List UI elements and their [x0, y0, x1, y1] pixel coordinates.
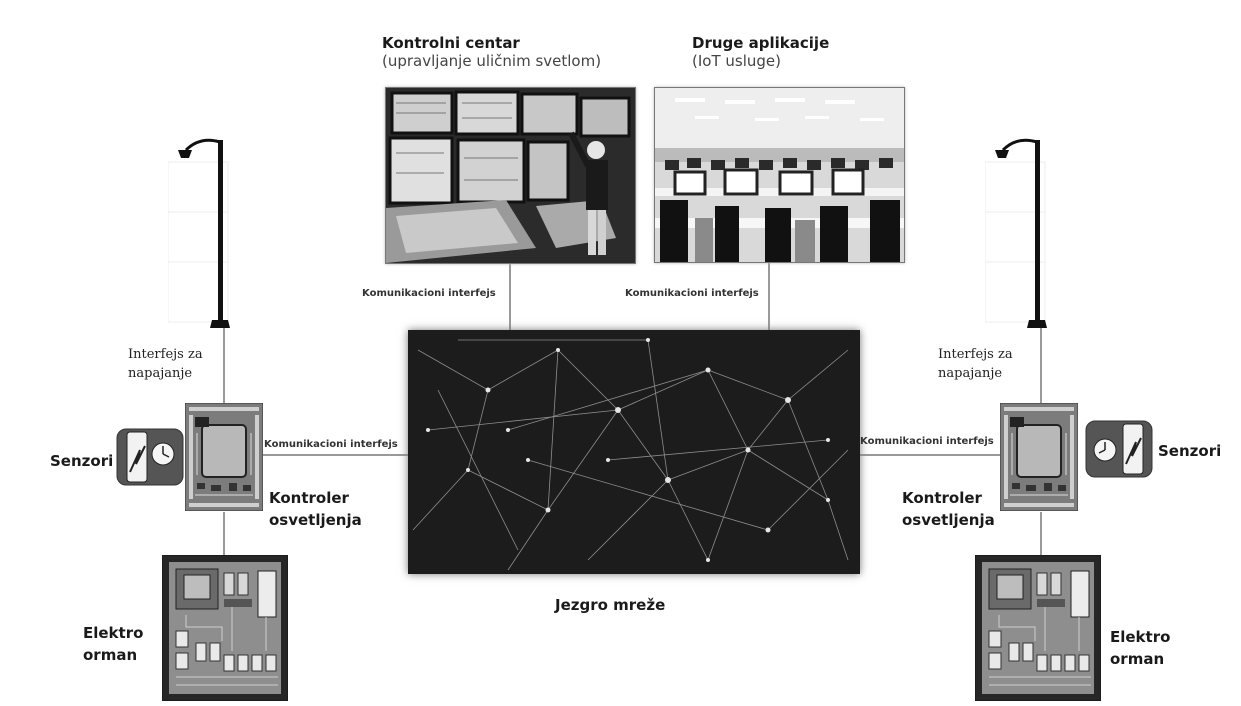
controller-label-left: Kontroler osvetljenja	[269, 487, 362, 531]
controller-board-icon	[999, 402, 1079, 515]
controller-line-1: Kontroler	[269, 489, 349, 507]
cabinet-label-left: Elektro orman	[83, 622, 143, 666]
sensors-label-left: Senzori	[50, 452, 114, 470]
controller-line-2: osvetljenja	[902, 511, 995, 529]
network-core-image	[408, 330, 860, 574]
connector-line	[262, 454, 410, 456]
control-center-title: Kontrolni centar	[382, 34, 520, 52]
power-interface-label-left: Interfejs za napajanje	[128, 345, 203, 383]
control-center-photo	[385, 87, 636, 264]
control-center-heading: Kontrolni centar (upravljanje uličnim sv…	[382, 34, 601, 70]
connector-line	[1040, 512, 1042, 557]
controller-line-2: osvetljenja	[269, 511, 362, 529]
comm-interface-label-top-left: Komunikacioni interfejs	[362, 288, 496, 299]
other-apps-title: Druge aplikacije	[692, 34, 830, 52]
sensor-icon	[1085, 420, 1155, 484]
comm-interface-label-top-right: Komunikacioni interfejs	[625, 288, 759, 299]
sensors-label-right: Senzori	[1158, 442, 1222, 460]
connector-line	[509, 262, 511, 332]
sensor-icon	[116, 428, 186, 492]
power-interface-label-right: Interfejs za napajanje	[938, 345, 1013, 383]
street-lamp-icon	[167, 132, 238, 336]
power-interface-line-2: napajanje	[938, 366, 1003, 381]
cabinet-line-1: Elektro	[83, 624, 144, 642]
comm-interface-label-mid-right: Komunikacioni interfejs	[860, 436, 994, 447]
electrical-cabinet-icon	[974, 554, 1102, 705]
other-apps-heading: Druge aplikacije (IoT usluge)	[692, 34, 829, 70]
connector-line	[768, 262, 770, 332]
connector-line	[1040, 325, 1042, 405]
power-interface-line-1: Interfejs za	[938, 347, 1013, 362]
electrical-cabinet-icon	[161, 554, 289, 705]
controller-line-1: Kontroler	[902, 489, 982, 507]
controller-label-right: Kontroler osvetljenja	[902, 487, 995, 531]
cabinet-line-1: Elektro	[1110, 628, 1171, 646]
cabinet-line-2: orman	[1110, 650, 1165, 668]
cabinet-line-2: orman	[83, 646, 138, 664]
street-lamp-icon	[984, 132, 1055, 336]
comm-interface-label-mid-left: Komunikacioni interfejs	[264, 439, 398, 450]
other-apps-subtitle: (IoT usluge)	[692, 52, 781, 70]
connector-line	[223, 512, 225, 557]
power-interface-line-2: napajanje	[128, 366, 193, 381]
network-core-label: Jezgro mreže	[555, 596, 666, 614]
iot-office-photo	[654, 87, 905, 263]
controller-board-icon	[184, 402, 264, 515]
connector-line	[223, 325, 225, 405]
cabinet-label-right: Elektro orman	[1110, 626, 1170, 670]
power-interface-line-1: Interfejs za	[128, 347, 203, 362]
control-center-subtitle: (upravljanje uličnim svetlom)	[382, 52, 602, 70]
connector-line	[860, 454, 1000, 456]
